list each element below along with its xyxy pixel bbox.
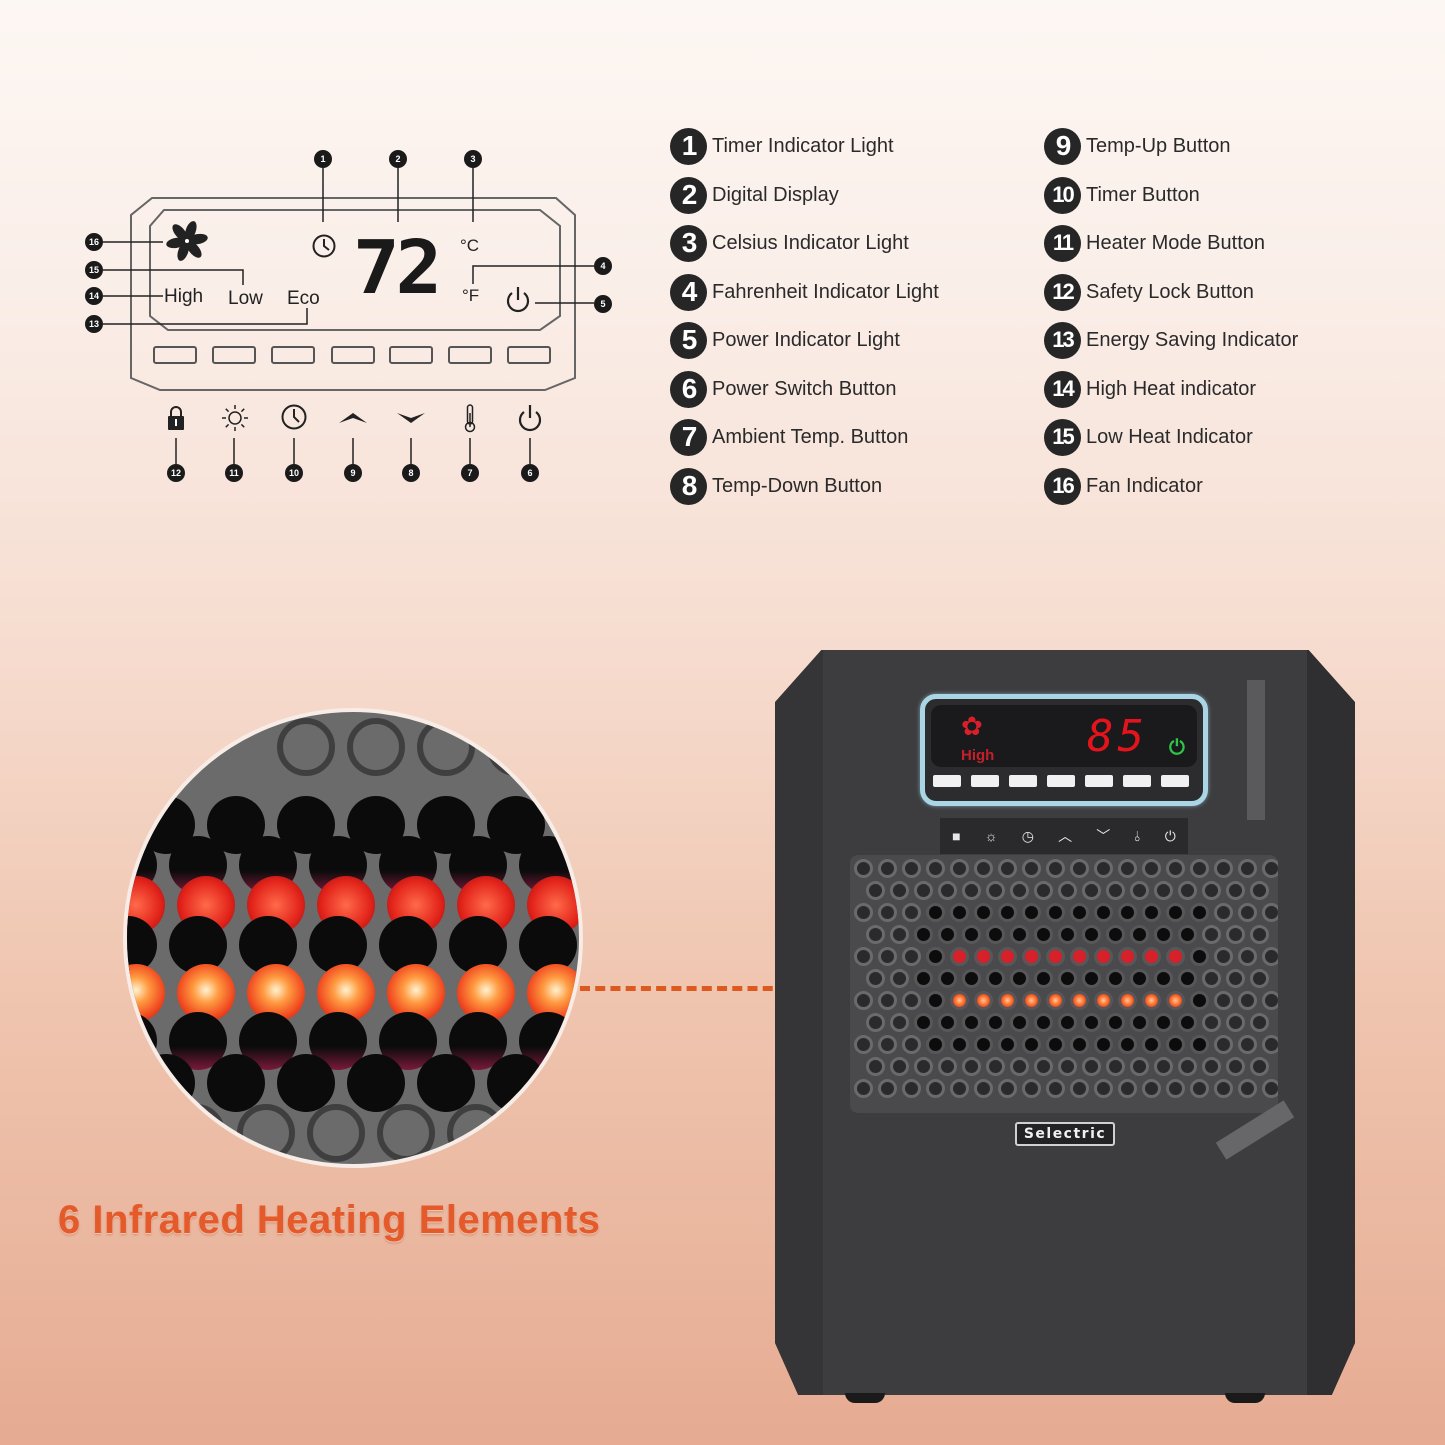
- control-panel-diagram: 1 2 3 4 5 16 15 14 13 High Low Eco 72 °C…: [0, 0, 660, 520]
- callout-3: 3: [464, 150, 482, 168]
- heating-element-closeup: [123, 708, 583, 1168]
- heater-side-right: [1307, 650, 1355, 1395]
- heater-lcd: ✿ High 85 ⏻: [920, 694, 1208, 806]
- callout-9: 9: [344, 464, 362, 482]
- heater-button-5[interactable]: [1085, 775, 1113, 787]
- heater-button-6[interactable]: [1123, 775, 1151, 787]
- clock-icon: ◷: [1021, 827, 1034, 844]
- legend-item-7: 7 Ambient Temp. Button: [670, 418, 908, 456]
- callout-2: 2: [389, 150, 407, 168]
- callout-12: 12: [167, 464, 185, 482]
- callout-14: 14: [85, 287, 103, 305]
- legend-item-16: 16 Fan Indicator: [1044, 467, 1203, 505]
- timer-indicator-icon: [312, 234, 336, 258]
- panel-button-slot-1: [153, 346, 197, 364]
- clock-icon: [281, 404, 307, 430]
- legend-item-6: 6 Power Switch Button: [670, 370, 897, 408]
- heater-button-4[interactable]: [1047, 775, 1075, 787]
- legend-item-14: 14 High Heat indicator: [1044, 370, 1256, 408]
- headline: 6 Infrared Heating Elements: [58, 1198, 601, 1242]
- callout-7: 7: [461, 464, 479, 482]
- legend-item-2: 2 Digital Display: [670, 176, 839, 214]
- callout-dashed-line: [580, 986, 925, 991]
- chevron-up-icon: ︿: [1058, 828, 1073, 844]
- legend: 1 Timer Indicator Light 2 Digital Displa…: [0, 0, 1445, 520]
- panel-button-slot-4: [331, 346, 375, 364]
- panel-button-slot-7: [507, 346, 551, 364]
- heater-foot-left: [845, 1393, 885, 1403]
- lock-icon: [168, 406, 184, 430]
- legend-item-5: 5 Power Indicator Light: [670, 321, 900, 359]
- heater-button-7[interactable]: [1161, 775, 1189, 787]
- legend-item-1: 1 Timer Indicator Light: [670, 127, 894, 165]
- heater-icon-strip: ■ ☼ ◷ ︿ ﹀ ⫰ ⏻: [940, 818, 1188, 854]
- thermometer-icon: ⫰: [1134, 827, 1141, 844]
- fan-indicator-icon: ✿: [961, 711, 983, 741]
- grille-row-5: [137, 1054, 579, 1112]
- callout-15: 15: [85, 261, 103, 279]
- chevron-down-icon: ﹀: [1096, 828, 1111, 844]
- celsius-indicator: °C: [460, 236, 480, 255]
- eco-indicator: Eco: [287, 288, 320, 309]
- heater-grille: [850, 855, 1278, 1113]
- callout-4: 4: [594, 257, 612, 275]
- heater-temperature-display: 85: [1087, 711, 1148, 762]
- callout-16: 16: [85, 233, 103, 251]
- legend-item-8: 8 Temp-Down Button: [670, 467, 882, 505]
- panel-button-slot-2: [212, 346, 256, 364]
- lock-icon: ■: [952, 828, 961, 844]
- accent-strip: [1247, 680, 1265, 820]
- callout-8: 8: [402, 464, 420, 482]
- panel-outline: [103, 168, 594, 464]
- thermometer-icon: [464, 404, 476, 433]
- chevron-down-icon: [397, 413, 425, 423]
- power-icon: ⏻: [1164, 827, 1176, 844]
- fahrenheit-indicator: °F: [462, 286, 480, 305]
- grille-row-dimples: [277, 718, 545, 776]
- panel-button-slot-5: [389, 346, 433, 364]
- power-indicator-icon: ⏻: [1169, 737, 1185, 759]
- heater-side-left: [775, 650, 823, 1395]
- legend-item-3: 3 Celsius Indicator Light: [670, 224, 909, 262]
- sun-icon: [222, 405, 248, 431]
- legend-item-13: 13 Energy Saving Indicator: [1044, 321, 1298, 359]
- heater-button-1[interactable]: [933, 775, 961, 787]
- heater-mode-indicator: High: [961, 747, 995, 764]
- heater-button-3[interactable]: [1009, 775, 1037, 787]
- low-indicator: Low: [228, 288, 263, 309]
- grille-row-dimples-bottom: [167, 1104, 575, 1162]
- legend-item-12: 12 Safety Lock Button: [1044, 273, 1254, 311]
- chevron-up-icon: [339, 413, 367, 423]
- legend-item-11: 11 Heater Mode Button: [1044, 224, 1265, 262]
- heater-lcd-screen: ✿ High 85 ⏻: [931, 705, 1197, 767]
- heater-foot-right: [1225, 1393, 1265, 1403]
- callout-11: 11: [225, 464, 243, 482]
- callout-6: 6: [521, 464, 539, 482]
- callout-13: 13: [85, 315, 103, 333]
- power-indicator-icon: [506, 287, 530, 313]
- legend-item-15: 15 Low Heat Indicator: [1044, 418, 1253, 456]
- callout-10: 10: [285, 464, 303, 482]
- panel-button-slot-6: [448, 346, 492, 364]
- legend-item-9: 9 Temp-Up Button: [1044, 127, 1231, 165]
- legend-item-10: 10 Timer Button: [1044, 176, 1200, 214]
- panel-button-slot-3: [271, 346, 315, 364]
- sun-icon: ☼: [984, 828, 998, 844]
- high-indicator: High: [164, 286, 204, 307]
- callout-1: 1: [314, 150, 332, 168]
- callout-5: 5: [594, 295, 612, 313]
- legend-item-4: 4 Fahrenheit Indicator Light: [670, 273, 939, 311]
- brand-plate: Selectric: [1015, 1122, 1115, 1146]
- heater-button-2[interactable]: [971, 775, 999, 787]
- digital-display: 72: [352, 225, 442, 311]
- fan-icon: [166, 221, 208, 261]
- power-icon: [518, 405, 542, 432]
- space-heater: ✿ High 85 ⏻ ■ ☼ ◷ ︿ ﹀ ⫰ ⏻ Selectric: [775, 650, 1355, 1395]
